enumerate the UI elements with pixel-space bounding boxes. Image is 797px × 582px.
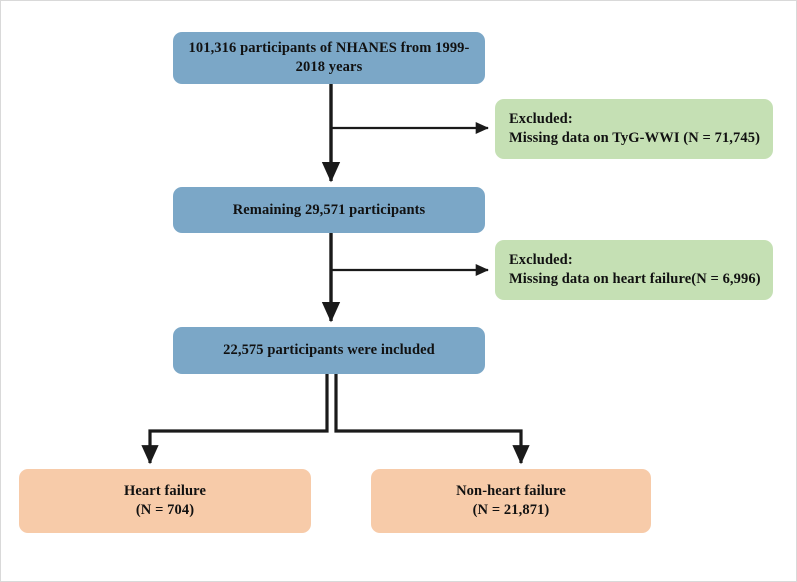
node-heart-failure-group-label: Heart failure (N = 704) [124,483,206,518]
node-excluded-heart-failure: Excluded: Missing data on heart failure(… [495,240,773,300]
node-excluded-tygwwi-label: Excluded: Missing data on TyG-WWI (N = 7… [509,111,760,146]
node-non-heart-failure-group-label: Non-heart failure (N = 21,871) [456,483,566,518]
node-excluded-tygwwi: Excluded: Missing data on TyG-WWI (N = 7… [495,99,773,159]
node-total-participants: 101,316 participants of NHANES from 1999… [173,32,485,84]
node-total-participants-label: 101,316 participants of NHANES from 1999… [188,40,470,75]
node-heart-failure-group: Heart failure (N = 704) [19,469,311,533]
edge-included-to-heart-failure [141,374,329,465]
node-excluded-heart-failure-label: Excluded: Missing data on heart failure(… [509,252,761,287]
node-remaining-participants-label: Remaining 29,571 participants [232,201,426,218]
node-non-heart-failure-group: Non-heart failure (N = 21,871) [371,469,651,533]
node-included-participants-label: 22,575 participants were included [223,342,435,359]
node-remaining-participants: Remaining 29,571 participants [173,187,485,233]
edge-included-to-non-heart-failure [334,374,530,465]
node-included-participants: 22,575 participants were included [173,327,485,374]
